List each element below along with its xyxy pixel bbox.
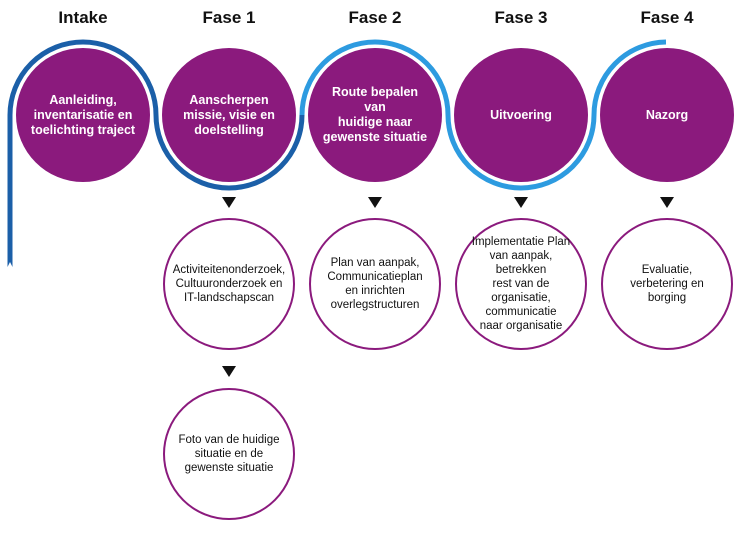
- step-circle-fase-4: Evaluatie, verbetering en borging: [601, 218, 733, 350]
- phase-circle-intake: Aanleiding, inventarisatie en toelichtin…: [16, 48, 150, 182]
- step-circle-fase-2: Plan van aanpak, Communicatieplan en inr…: [309, 218, 441, 350]
- ribbon-fase4-arc: [591, 39, 667, 116]
- phase-circle-fase-4: Nazorg: [600, 48, 734, 182]
- arrow-down-fase-3: [514, 197, 528, 208]
- ribbon-tail-notch: [7, 262, 13, 268]
- ribbon-fase2-arc: [299, 39, 451, 116]
- phase-circle-fase-2: Route bepalen van huidige naar gewenste …: [308, 48, 442, 182]
- arrow-down-fase-2: [368, 197, 382, 208]
- arrow-down-fase-1: [222, 197, 236, 208]
- ribbon-fase1-arc: [153, 114, 305, 191]
- phase-title-fase-1: Fase 1: [202, 8, 256, 27]
- phase-title-fase-4: Fase 4: [640, 8, 694, 27]
- phase-title-fase-3: Fase 3: [494, 8, 548, 27]
- arrow-down-fase-4: [660, 197, 674, 208]
- phase-circle-fase-3: Uitvoering: [454, 48, 588, 182]
- arrow-down-fase-1-second: [222, 366, 236, 377]
- step-circle-fase-3: Implementatie Plan van aanpak, betrekken…: [455, 218, 587, 350]
- phase-title-intake: Intake: [58, 8, 108, 27]
- ribbon-fase3-arc: [445, 114, 597, 191]
- step-circle-fase-1-second: Foto van de huidige situatie en de gewen…: [163, 388, 295, 520]
- phase-circle-fase-1: Aanscherpen missie, visie en doelstellin…: [162, 48, 296, 182]
- step-circle-fase-1: Activiteitenonderzoek, Cultuuronderzoek …: [163, 218, 295, 350]
- phase-title-fase-2: Fase 2: [348, 8, 402, 27]
- ribbon-intake-arc: [7, 39, 159, 268]
